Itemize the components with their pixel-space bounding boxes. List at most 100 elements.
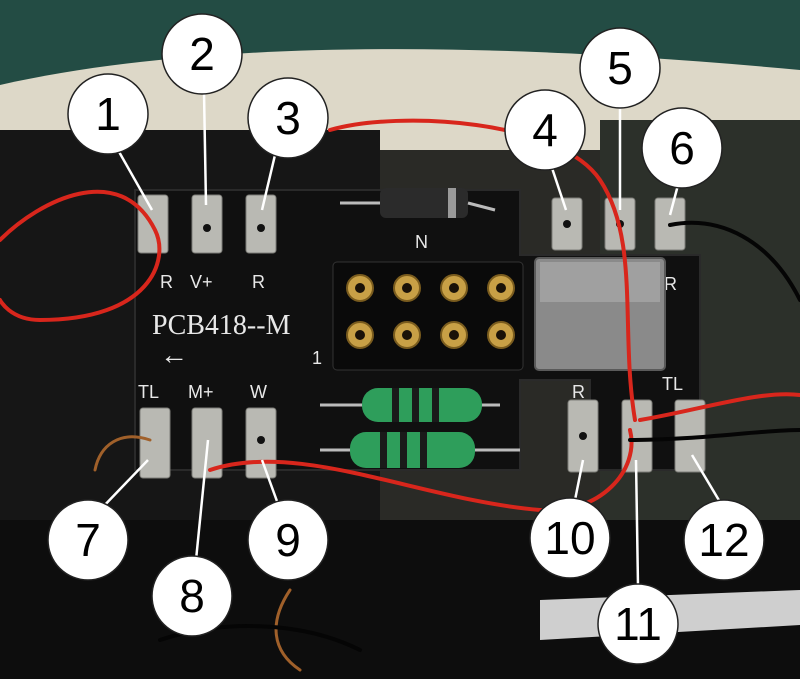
callout-7: 7 [47,459,149,581]
pin-one-marker: 1 [312,348,322,368]
callout-leader [116,149,154,211]
silk-label-r-right-bottom: R [572,382,585,402]
inductor-band [380,432,387,468]
pad-hole [579,432,587,440]
socket-pin-holes [355,283,506,340]
callout-leader [573,459,585,501]
callout-leader [634,459,640,587]
inductor-band [392,388,399,422]
black-wire-right-low [628,428,800,442]
pad-hole [563,220,571,228]
inductor-band [432,388,439,422]
callout-number: 9 [275,514,301,566]
diode-band [448,188,456,218]
socket-body [332,261,524,371]
wires [0,118,800,672]
silk-label-r-mid: R [252,272,265,292]
callout-2: 2 [161,13,243,206]
callout-number: 4 [532,104,558,156]
silk-label-tl-left: TL [138,382,159,402]
callout-4: 4 [504,89,586,211]
silk-label-r-right-top: R [664,274,677,294]
callout-number: 1 [95,88,121,140]
callout-number: 7 [75,514,101,566]
inductor-bottom [350,432,475,468]
socket-hole [402,330,412,340]
diode-silk-text: N [415,232,428,252]
callout-number: 6 [669,122,695,174]
callout-leader [550,167,568,211]
red-wire-right [638,392,800,422]
callout-9: 9 [247,459,329,581]
inductor-band [400,432,407,468]
callout-circle [579,27,661,109]
callout-circle [67,73,149,155]
red-wire-top-arc [328,118,637,422]
inductor-band [412,388,419,422]
red-wire-bottom [208,428,634,513]
callout-11: 11 [597,459,679,665]
callout-6: 6 [641,107,723,216]
brown-wire-left [93,435,152,472]
socket-hole [449,330,459,340]
callout-12: 12 [683,454,765,581]
gray-connector [534,257,666,371]
callout-leader [668,184,680,216]
silk-label-w: W [250,382,267,402]
brown-wire-bottom [274,588,302,672]
callout-circle [247,499,329,581]
callout-number: 8 [179,570,205,622]
callout-circle [504,89,586,171]
silk-label-r-left: R [160,272,173,292]
pad-hole [203,224,211,232]
diode: N [340,188,496,252]
silk-label-m-plus: M+ [188,382,214,402]
pin-socket [332,261,524,371]
callout-leader [260,154,277,211]
callout-circle [597,583,679,665]
callout-number: 10 [544,512,595,564]
pad-holes [203,220,624,444]
callout-circle [161,13,243,95]
pcb-model-label: PCB418--M [152,310,291,341]
socket-hole [496,330,506,340]
socket-hole [355,283,365,293]
inductor-band [420,432,427,468]
socket-hole [496,283,506,293]
callout-circle [47,499,129,581]
inductors [320,388,520,468]
callout-circle [151,555,233,637]
callout-number: 11 [614,598,662,650]
callout-circle [529,497,611,579]
direction-arrow: ← [160,340,188,371]
callout-leader [202,91,208,206]
callout-number: 5 [607,42,633,94]
callout-leader [99,459,149,511]
decoder-pcb: R V+ R PCB418--M 1 ← TL M+ W R R TL N [134,188,706,479]
diode-lead [467,201,496,212]
gray-connector-face [540,262,660,302]
silk-label-tl-right: TL [662,374,683,394]
callout-circle [641,107,723,189]
socket-hole [355,330,365,340]
callout-circle [683,499,765,581]
pad-hole [257,224,265,232]
callout-leader [690,454,722,503]
pad-7 [139,407,171,479]
callout-number: 3 [275,92,301,144]
callout-leader [260,459,280,505]
callout-5: 5 [579,27,661,210]
callout-1: 1 [67,73,154,211]
callout-number: 2 [189,28,215,80]
callouts: 1 2 3 4 5 6 7 [47,13,765,665]
red-wire-left [0,189,162,323]
socket-hole [402,283,412,293]
silk-label-v-plus: V+ [190,272,213,292]
pad-hole [257,436,265,444]
callout-circle [247,77,329,159]
socket-hole [449,283,459,293]
diode-body [380,188,468,218]
callout-8: 8 [151,439,233,637]
callout-10: 10 [529,459,611,579]
